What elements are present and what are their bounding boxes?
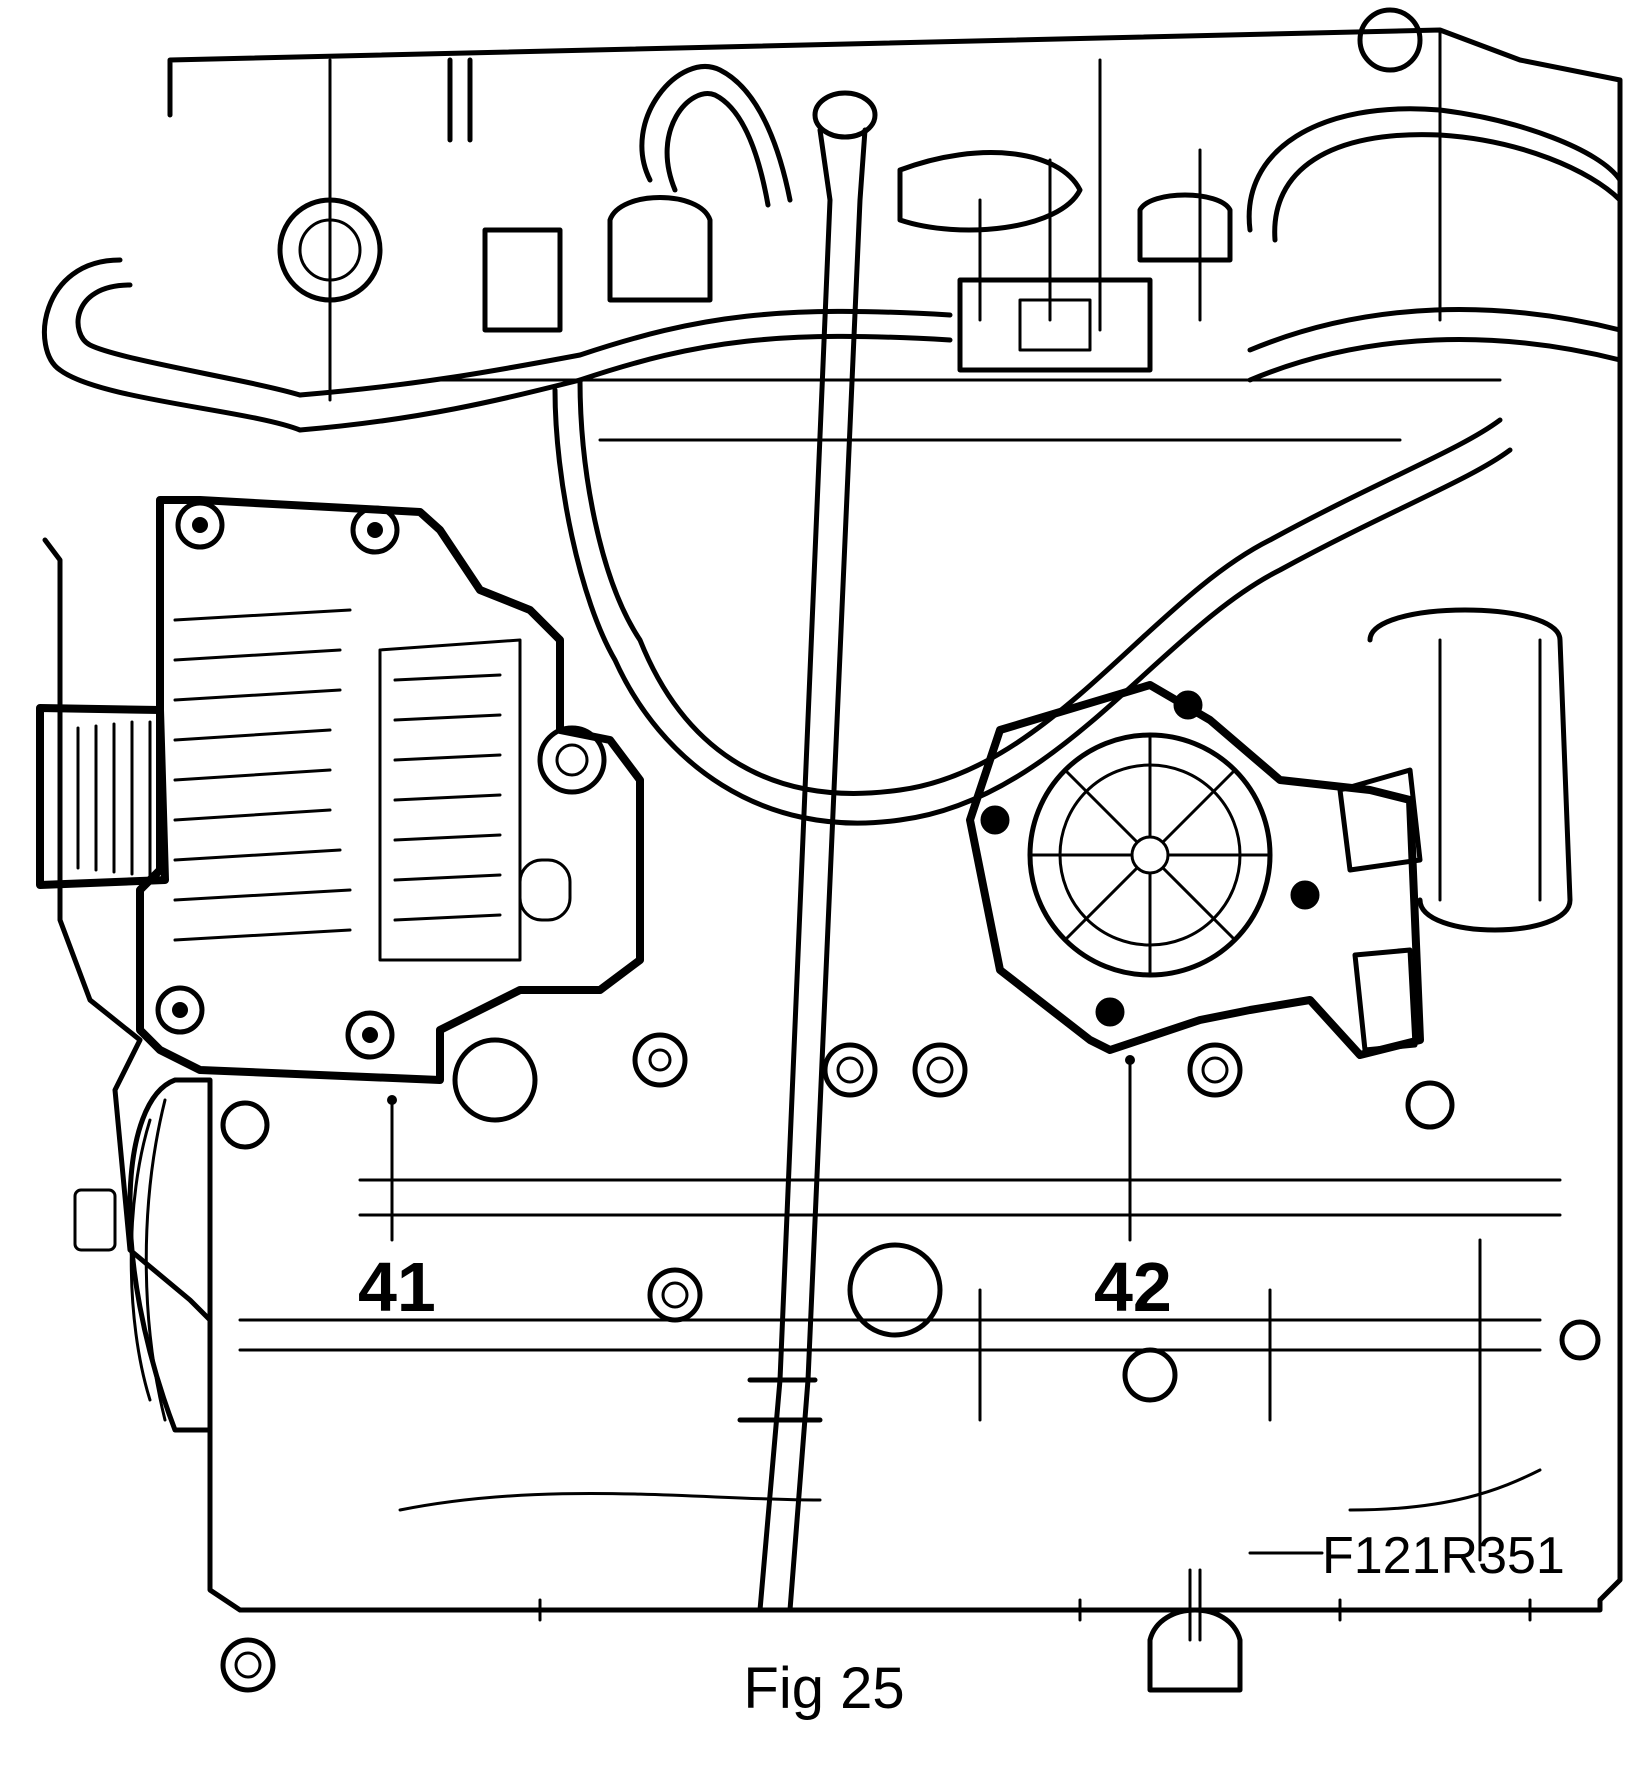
callout-41-alternator: 41 — [358, 1248, 436, 1326]
lower-block-details — [220, 1032, 1601, 1693]
callout-leader-lines — [387, 1055, 1324, 1555]
callout-42-vacuum-pump: 42 — [1094, 1248, 1172, 1326]
engine-block-outline — [42, 27, 1623, 1613]
figure-reference-code: F121R351 — [1322, 1527, 1565, 1585]
valve-cover-details — [277, 7, 1423, 373]
figure-caption: Fig 25 — [743, 1656, 905, 1721]
oil-filter-housing — [1367, 607, 1573, 933]
dipstick-tube — [737, 90, 878, 1613]
coolant-hoses — [41, 64, 1623, 826]
alternator — [36, 496, 644, 1084]
vacuum-pump — [966, 681, 1424, 1059]
crankshaft-pulley — [73, 1077, 213, 1433]
